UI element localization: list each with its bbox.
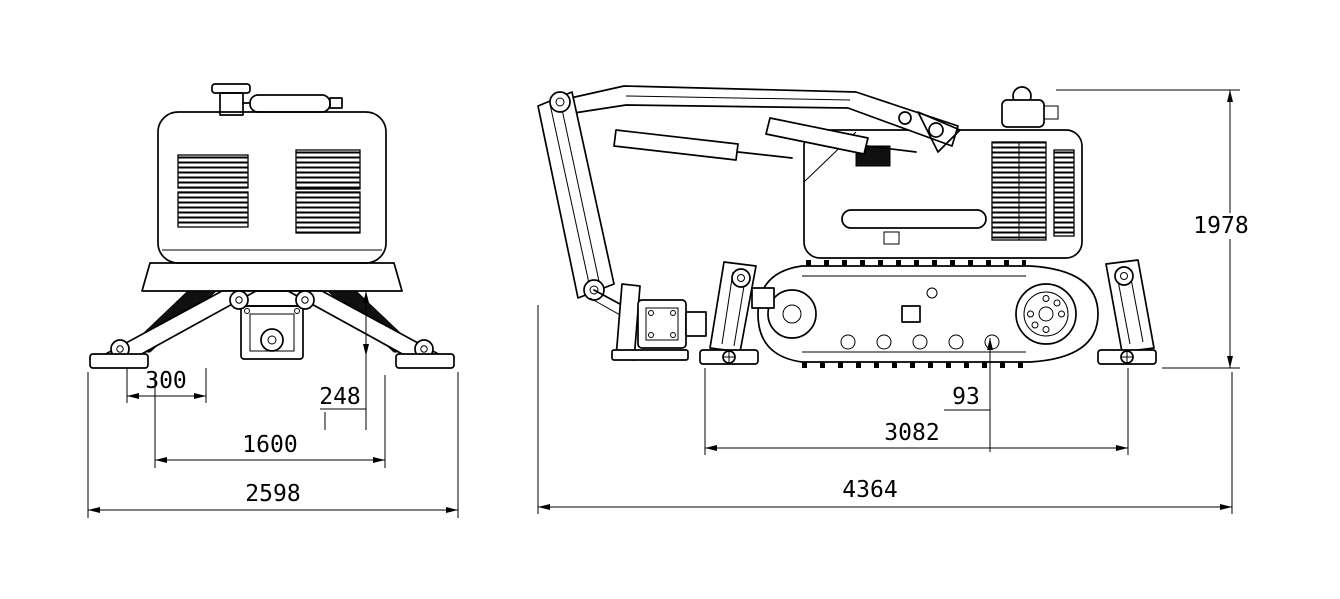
- track-frame-port: [901, 305, 921, 323]
- dim-label-1600: 1600: [242, 432, 297, 458]
- front-view-dimensions: 300 248 1600 2598: [87, 291, 459, 518]
- dimension-248: 248: [319, 291, 369, 430]
- dim-label-2598: 2598: [245, 481, 300, 507]
- drive-sprocket: [1015, 283, 1077, 345]
- upper-boom: [565, 85, 959, 147]
- front-view-machine: [89, 83, 455, 369]
- dimension-4364: 4364: [537, 305, 1233, 514]
- dim-label-93: 93: [952, 384, 980, 410]
- link-plate: [917, 111, 961, 153]
- hydraulic-cylinder-2: [765, 117, 869, 155]
- outrigger-front-side: [699, 261, 775, 365]
- dimension-3082: 3082: [704, 368, 1129, 455]
- exhaust-assembly: [211, 83, 343, 116]
- machine-body: [803, 86, 1083, 259]
- dimension-93: 93: [944, 338, 993, 452]
- base-plate: [141, 262, 403, 292]
- boom-arm: [537, 85, 961, 301]
- mounting-plate: [615, 283, 641, 361]
- dimension-1600: 1600: [154, 375, 386, 468]
- hydraulic-cylinder-1: [613, 129, 739, 161]
- dimension-2598: 2598: [87, 372, 459, 518]
- dim-label-248: 248: [319, 384, 361, 410]
- side-view-dimensions: 1978 93 3082 4364: [537, 89, 1252, 514]
- main-boom: [537, 91, 615, 299]
- louver-vents-front: [177, 149, 361, 234]
- track-assembly: [757, 260, 1099, 368]
- beacon-light: [1001, 86, 1059, 128]
- foot-pad-left: [89, 353, 149, 369]
- tool-attachment: [589, 283, 707, 361]
- dim-label-4364: 4364: [842, 477, 897, 503]
- dim-label-300: 300: [145, 368, 187, 394]
- dimension-1978: 1978: [1056, 89, 1252, 369]
- body-handle-slot: [841, 209, 987, 229]
- louver-vents-side: [991, 141, 1075, 241]
- idler-wheel: [767, 289, 817, 339]
- dim-label-3082: 3082: [884, 420, 939, 446]
- outrigger-left-front: [101, 290, 257, 359]
- dim-label-1978: 1978: [1193, 213, 1248, 239]
- side-view-machine: [537, 85, 1157, 368]
- foot-pad-right: [395, 353, 455, 369]
- outrigger-rear-side: [1097, 259, 1157, 365]
- dimension-300: 300: [126, 368, 207, 403]
